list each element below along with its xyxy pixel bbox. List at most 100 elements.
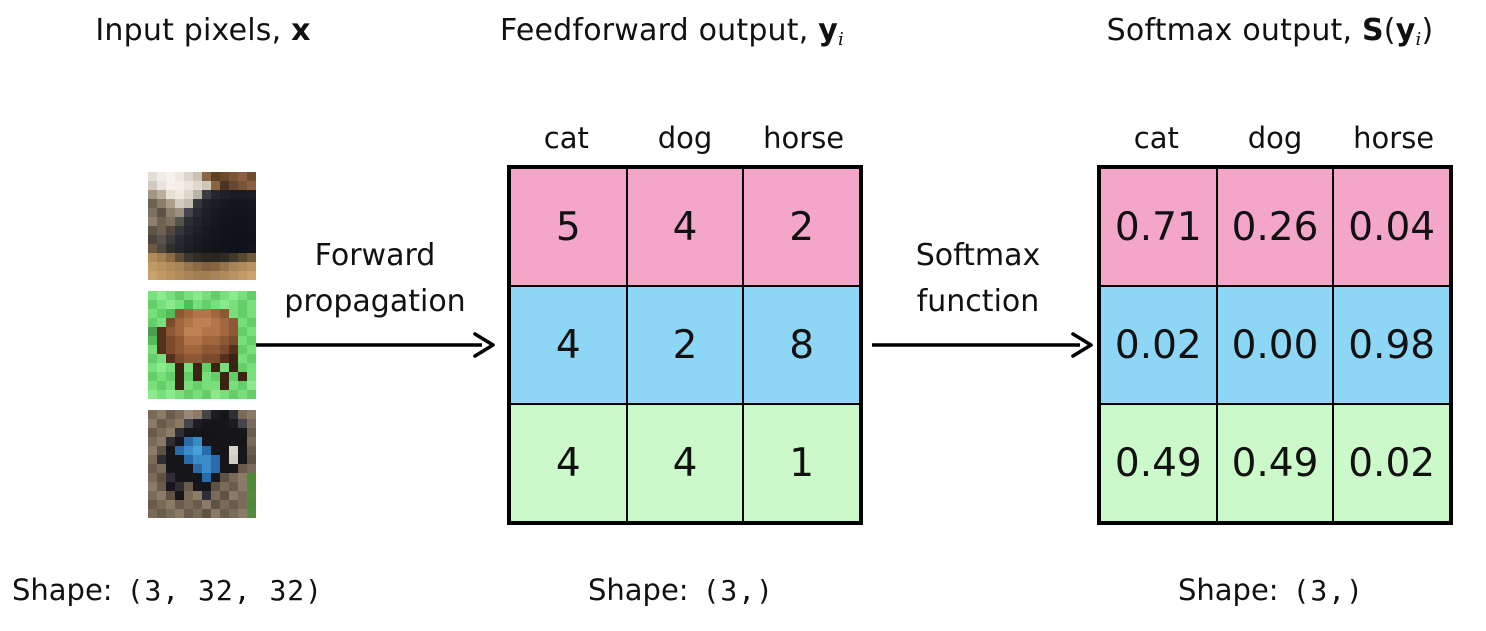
input-shape-caption: Shape:(3, 32, 32)	[12, 573, 323, 607]
horse-image	[148, 291, 256, 399]
pixel	[238, 300, 247, 309]
pixel	[148, 253, 157, 262]
matrix-cell: 2	[743, 168, 860, 286]
pixel	[148, 428, 157, 437]
pixel	[148, 291, 157, 300]
pixel	[238, 381, 247, 390]
pixel	[238, 410, 247, 419]
pixel	[202, 500, 211, 509]
pixel	[175, 336, 184, 345]
pixel	[157, 345, 166, 354]
feedforward-shape-caption: Shape:(3,)	[588, 573, 774, 607]
pixel	[193, 509, 202, 518]
pixel	[229, 455, 238, 464]
pixel	[238, 363, 247, 372]
pixel	[193, 309, 202, 318]
forward-arrow-icon	[256, 332, 495, 358]
pixel	[211, 327, 220, 336]
pixel	[229, 482, 238, 491]
pixel	[148, 226, 157, 235]
column-header: dog	[1247, 121, 1303, 155]
pixel	[193, 363, 202, 372]
pixel	[247, 500, 256, 509]
matrix-cell: 0.49	[1216, 404, 1334, 522]
pixel	[220, 354, 229, 363]
pixel	[247, 381, 256, 390]
pixel	[229, 336, 238, 345]
pixel	[184, 354, 193, 363]
pixel	[193, 390, 202, 399]
pixel	[229, 363, 238, 372]
pixel	[193, 217, 202, 226]
pixel	[247, 410, 256, 419]
pixel	[175, 327, 184, 336]
pixel	[157, 336, 166, 345]
pixel	[184, 208, 193, 217]
pixel	[175, 354, 184, 363]
pixel	[247, 181, 256, 190]
pixel	[211, 244, 220, 253]
pixel	[184, 381, 193, 390]
pixel	[247, 291, 256, 300]
pixel	[166, 226, 175, 235]
pixel	[247, 327, 256, 336]
pixel	[175, 190, 184, 199]
pixel	[184, 437, 193, 446]
pixel	[157, 464, 166, 473]
pixel	[157, 327, 166, 336]
pixel	[202, 217, 211, 226]
pixel	[175, 446, 184, 455]
pixel	[157, 318, 166, 327]
pixel	[211, 390, 220, 399]
matrix-cell: 0.49	[1100, 404, 1217, 522]
pixel	[157, 300, 166, 309]
pixel	[148, 208, 157, 217]
pixel	[157, 437, 166, 446]
pixel	[166, 235, 175, 244]
pixel	[166, 455, 175, 464]
shape-value: (3,)	[1292, 574, 1365, 607]
pixel	[148, 390, 157, 399]
pixel	[229, 473, 238, 482]
pixel	[148, 327, 157, 336]
matrix-cell: 0.98	[1333, 286, 1450, 404]
pixel	[229, 253, 238, 262]
pixel	[229, 381, 238, 390]
pixel	[229, 309, 238, 318]
pixel	[148, 500, 157, 509]
pixel	[238, 244, 247, 253]
pixel	[193, 291, 202, 300]
pixel	[175, 491, 184, 500]
shape-label: Shape:	[587, 573, 689, 607]
pixel	[202, 262, 211, 271]
pixel	[238, 181, 247, 190]
pixel	[220, 482, 229, 491]
pixel	[238, 208, 247, 217]
pixel	[220, 410, 229, 419]
pixel	[184, 482, 193, 491]
pixel	[247, 262, 256, 271]
pixel	[238, 271, 247, 280]
pixel	[184, 244, 193, 253]
pixel	[247, 473, 256, 482]
pixel	[220, 253, 229, 262]
pixel	[229, 291, 238, 300]
pixel	[148, 181, 157, 190]
pixel	[220, 419, 229, 428]
pixel	[202, 244, 211, 253]
pixel	[166, 309, 175, 318]
pixel	[175, 482, 184, 491]
pixel	[238, 509, 247, 518]
pixel	[229, 419, 238, 428]
pixel	[157, 181, 166, 190]
pixel	[202, 181, 211, 190]
feedforward-panel-title: Feedforward output, yi	[500, 13, 844, 50]
pixel	[175, 217, 184, 226]
pixel	[202, 199, 211, 208]
pixel	[166, 253, 175, 262]
pixel	[202, 354, 211, 363]
pixel	[211, 419, 220, 428]
